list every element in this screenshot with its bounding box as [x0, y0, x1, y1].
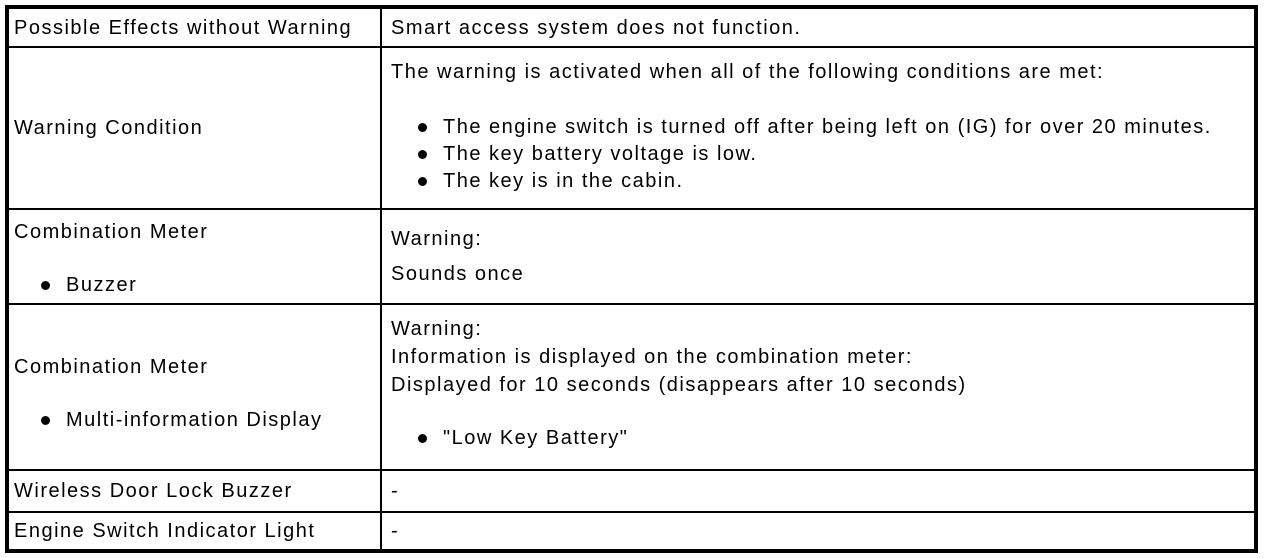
row-value-text: Warning:: [391, 228, 483, 250]
row-value-text: The warning is activated when all of the…: [391, 61, 1105, 83]
row-header-label: Warning Condition: [14, 117, 204, 139]
list-item: The key is in the cabin.: [391, 168, 1244, 195]
row-header-label: Engine Switch Indicator Light: [14, 520, 316, 542]
engine-switch-indicator-light-value-cell: -: [380, 511, 1257, 552]
row-combination-meter-display: Combination Meter Multi-information Disp…: [6, 303, 1257, 471]
display-message-list: "Low Key Battery": [391, 425, 1244, 452]
bullet-icon: [418, 150, 427, 159]
list-item-text: Buzzer: [66, 274, 138, 296]
list-item: Multi-information Display: [14, 407, 370, 434]
row-header-label: Combination Meter: [14, 221, 209, 243]
list-item: "Low Key Battery": [391, 425, 1244, 452]
list-item-text: Multi-information Display: [66, 408, 323, 431]
row-combination-meter-buzzer: Combination Meter Buzzer Warning: Sounds…: [6, 208, 1257, 305]
engine-switch-indicator-light-header-cell: Engine Switch Indicator Light: [6, 511, 382, 552]
row-header-label: Possible Effects without Warning: [14, 16, 353, 39]
bullet-icon: [418, 123, 427, 132]
meter-component-list: Multi-information Display: [14, 407, 370, 434]
wireless-door-lock-buzzer-value-cell: -: [380, 469, 1257, 513]
list-item-text: The engine switch is turned off after be…: [443, 116, 1212, 138]
possible-effects-header-cell: Possible Effects without Warning: [6, 6, 382, 48]
row-value-text: -: [391, 480, 400, 502]
list-item-text: The key is in the cabin.: [443, 170, 684, 192]
combination-meter-display-header-cell: Combination Meter Multi-information Disp…: [6, 303, 382, 471]
list-item: Buzzer: [14, 272, 370, 299]
row-possible-effects: Possible Effects without Warning Smart a…: [6, 6, 1257, 48]
row-value-text: Smart access system does not function.: [391, 16, 802, 39]
list-item: The key battery voltage is low.: [391, 141, 1244, 168]
row-warning-condition: Warning Condition The warning is activat…: [6, 46, 1257, 210]
combination-meter-buzzer-value-cell: Warning: Sounds once: [380, 208, 1257, 305]
warning-condition-value-cell: The warning is activated when all of the…: [380, 46, 1257, 210]
bullet-icon: [418, 434, 427, 443]
row-value-text: Information is displayed on the combinat…: [391, 346, 913, 368]
condition-list: The engine switch is turned off after be…: [391, 114, 1244, 195]
row-wireless-door-lock-buzzer: Wireless Door Lock Buzzer -: [6, 469, 1257, 513]
row-value-text: Warning:: [391, 318, 483, 340]
possible-effects-value-cell: Smart access system does not function.: [380, 6, 1257, 48]
row-header-label: Wireless Door Lock Buzzer: [14, 480, 293, 502]
row-header-label: Combination Meter: [14, 355, 209, 378]
list-item-text: The key battery voltage is low.: [443, 143, 758, 165]
list-item: The engine switch is turned off after be…: [391, 114, 1244, 141]
warning-condition-header-cell: Warning Condition: [6, 46, 382, 210]
combination-meter-buzzer-header-cell: Combination Meter Buzzer: [6, 208, 382, 305]
row-value-text: Sounds once: [391, 263, 525, 285]
bullet-icon: [418, 177, 427, 186]
row-value-text: -: [391, 520, 400, 542]
wireless-door-lock-buzzer-header-cell: Wireless Door Lock Buzzer: [6, 469, 382, 513]
warning-spec-table: Possible Effects without Warning Smart a…: [5, 5, 1258, 553]
list-item-text: "Low Key Battery": [443, 427, 629, 449]
combination-meter-display-value-cell: Warning: Information is displayed on the…: [380, 303, 1257, 471]
row-engine-switch-indicator-light: Engine Switch Indicator Light -: [6, 511, 1257, 552]
bullet-icon: [41, 281, 50, 290]
bullet-icon: [41, 415, 50, 425]
meter-component-list: Buzzer: [14, 272, 370, 299]
row-value-text: Displayed for 10 seconds (disappears aft…: [391, 374, 967, 396]
